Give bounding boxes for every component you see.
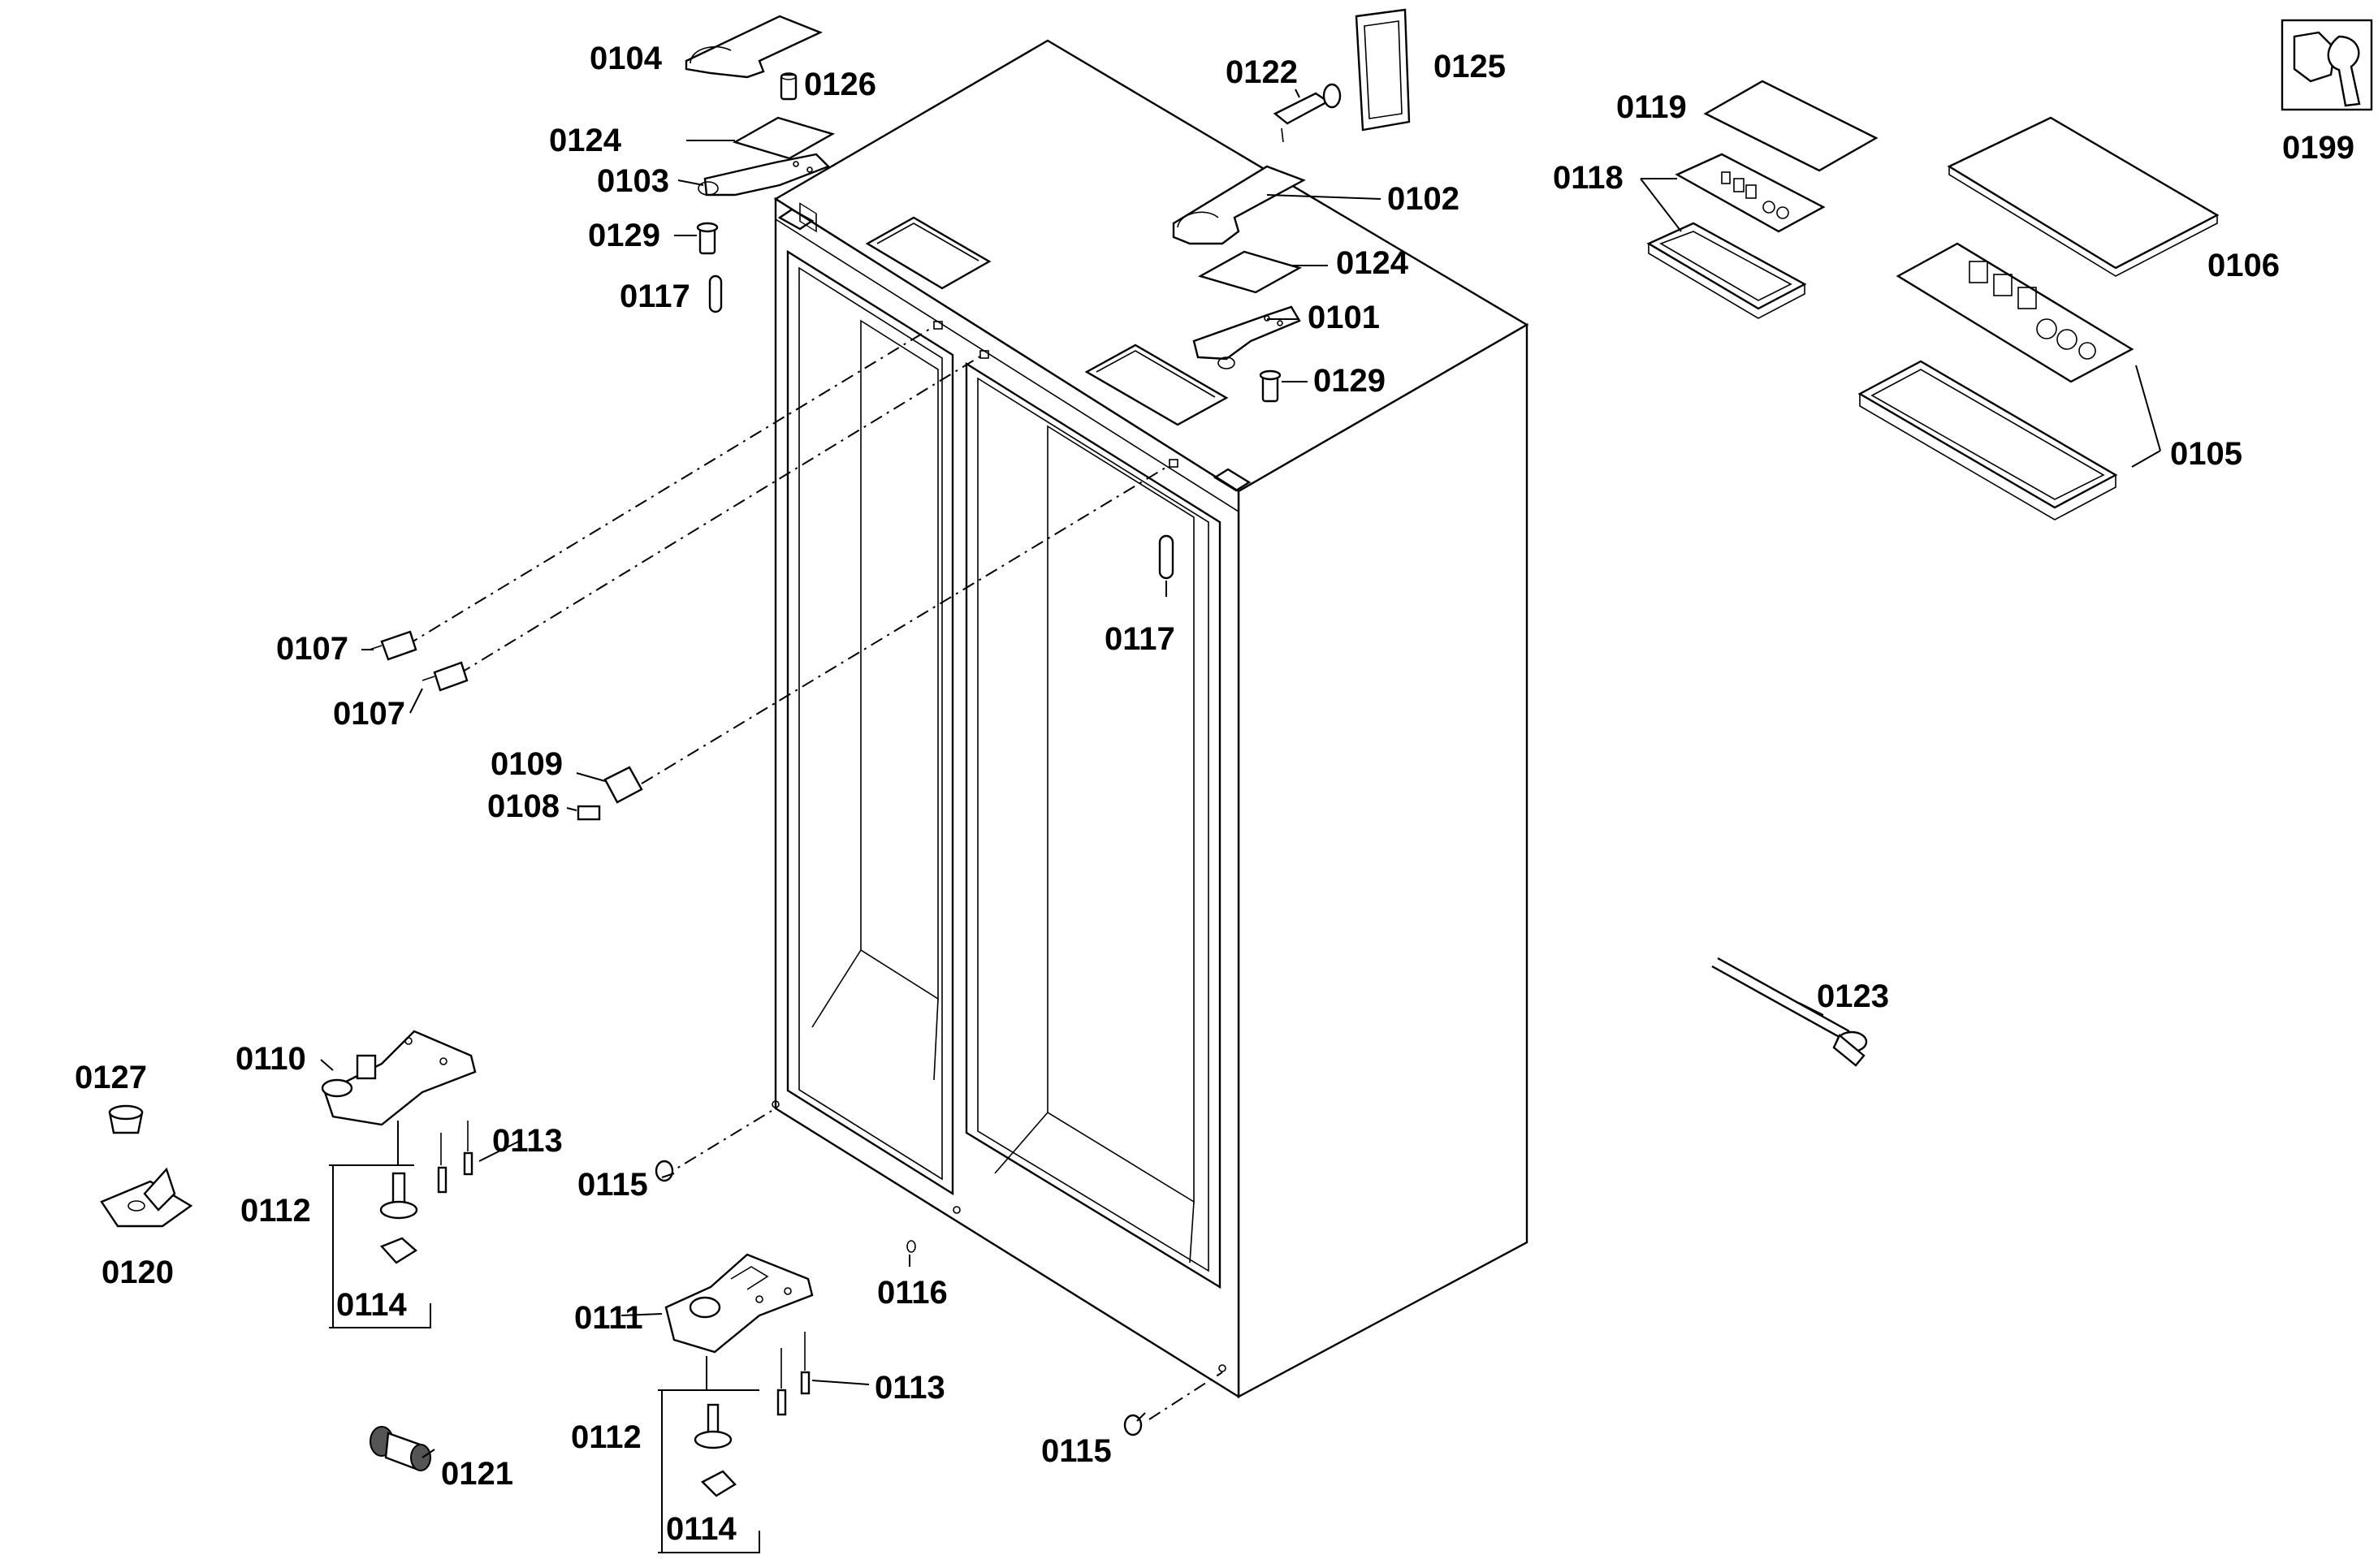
- hinge-0103: [698, 153, 831, 197]
- callout-0113: 0113: [875, 1370, 945, 1406]
- callout-0117: 0117: [620, 279, 690, 314]
- callout-labels: 0104 0126 0124 0103 0129 0117 0122 0125 …: [75, 41, 2354, 1547]
- connector-0121: [370, 1426, 431, 1471]
- refrigerator-cabinet: [772, 39, 1529, 1399]
- callout-0129: 0129: [588, 218, 660, 253]
- callout-0119: 0119: [1616, 89, 1687, 125]
- gasket-0124-right: [1197, 250, 1303, 294]
- callout-0124: 0124: [549, 123, 622, 158]
- switch-0109: [603, 766, 643, 804]
- callout-0107: 0107: [333, 696, 405, 732]
- board-0105: [1857, 242, 2134, 521]
- callout-0102: 0102: [1387, 181, 1459, 217]
- bracket-0112-right: [658, 1356, 760, 1553]
- callout-0112: 0112: [240, 1193, 311, 1229]
- callout-0117: 0117: [1105, 621, 1175, 657]
- hinge-0110: [321, 1030, 477, 1126]
- assembly-lines: [405, 326, 1223, 1420]
- cover-0119: [1703, 80, 1879, 172]
- callout-0116: 0116: [877, 1275, 948, 1311]
- board-0118: [1646, 153, 1826, 319]
- callout-0114: 0114: [336, 1287, 408, 1323]
- bushing-0129-right: [1259, 369, 1282, 403]
- callout-0121: 0121: [441, 1456, 513, 1492]
- callout-0109: 0109: [491, 746, 563, 782]
- callout-0103: 0103: [597, 163, 669, 199]
- frame-0125: [1355, 8, 1411, 132]
- spacer-0126: [780, 72, 798, 101]
- callout-0114: 0114: [666, 1511, 737, 1547]
- callout-0129: 0129: [1313, 363, 1386, 399]
- callout-0124: 0124: [1336, 245, 1409, 281]
- callout-0105: 0105: [2170, 436, 2242, 472]
- hinge-cover-0102: [1172, 165, 1306, 245]
- leader-lines: [320, 89, 2161, 1458]
- callout-0110: 0110: [236, 1041, 306, 1077]
- wrench-nut-icon: [2281, 19, 2373, 111]
- callout-0106: 0106: [2207, 248, 2280, 283]
- screw-0116: [906, 1240, 916, 1253]
- callout-0112: 0112: [571, 1419, 642, 1455]
- plug-0122: [1273, 83, 1342, 143]
- callout-0199: 0199: [2282, 130, 2354, 166]
- callout-0111: 0111: [574, 1300, 643, 1336]
- callout-0120: 0120: [102, 1255, 174, 1290]
- magnet-0108: [577, 805, 601, 821]
- cover-0106: [1947, 116, 2220, 277]
- bushing-0129-left: [696, 222, 719, 255]
- callout-0127: 0127: [75, 1060, 147, 1095]
- plug-0115-left: [655, 1160, 674, 1182]
- screw-0113-left: [437, 1121, 473, 1194]
- callout-0115: 0115: [577, 1167, 648, 1203]
- clip-0127: [108, 1104, 144, 1134]
- callout-0118: 0118: [1553, 160, 1624, 196]
- callout-0115: 0115: [1041, 1433, 1112, 1469]
- callout-0101: 0101: [1308, 300, 1380, 335]
- hinge-cover-0104: [685, 15, 824, 79]
- tube-0123: [1711, 957, 1868, 1067]
- callout-0126: 0126: [804, 67, 876, 102]
- gasket-0124-left: [732, 116, 836, 160]
- switch-0107-a: [369, 630, 417, 661]
- callout-0108: 0108: [487, 788, 560, 824]
- switch-0107-b: [422, 661, 469, 692]
- bracket-0112-left: [329, 1121, 431, 1328]
- callout-0123: 0123: [1817, 978, 1889, 1014]
- callout-0107: 0107: [276, 631, 348, 667]
- hinge-0111: [664, 1253, 814, 1354]
- pin-0117-right: [1158, 534, 1174, 580]
- cover-0120: [100, 1167, 193, 1228]
- callout-0113: 0113: [492, 1123, 563, 1159]
- pin-0117-left: [708, 274, 723, 313]
- callout-0104: 0104: [590, 41, 663, 76]
- callout-0125: 0125: [1433, 49, 1506, 84]
- screw-0113-right: [776, 1332, 811, 1416]
- callout-0122: 0122: [1226, 54, 1298, 90]
